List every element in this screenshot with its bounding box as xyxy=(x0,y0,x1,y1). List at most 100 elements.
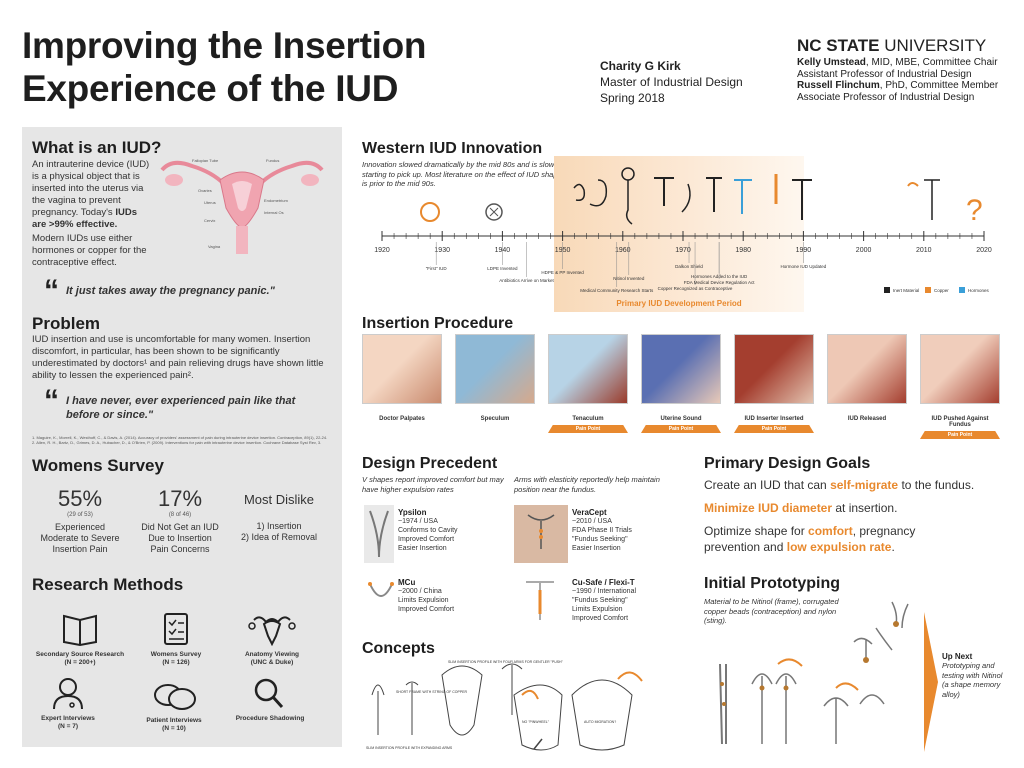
magnifier-icon xyxy=(254,678,284,709)
what-is-iud-text-2: Modern IUDs use either hormones or coppe… xyxy=(32,233,147,268)
what-is-iud-heading: What is an IUD? xyxy=(32,138,162,157)
insertion-step-image xyxy=(548,334,628,404)
timeline-event-label: FDA Medical Device Regulation Act xyxy=(684,280,756,285)
insertion-step-image xyxy=(362,334,442,404)
timeline-event-label: Medical Community Research Starts xyxy=(580,288,654,293)
mcu-image xyxy=(366,578,396,613)
svg-text:Hormones: Hormones xyxy=(968,288,990,293)
up-next: Up Next Prototyping and testing with Nit… xyxy=(942,652,1003,699)
goal-1: Create an IUD that can self-migrate to t… xyxy=(704,478,975,492)
prototyping-heading: Initial Prototyping xyxy=(704,575,840,592)
veracept-image xyxy=(514,505,568,563)
ypsilon-image xyxy=(364,505,394,563)
insertion-step: IUD Released xyxy=(827,334,907,422)
insertion-step-label: Speculum xyxy=(480,416,510,422)
pain-point-badge: Pain Point xyxy=(641,425,721,433)
book-icon xyxy=(63,614,97,647)
timeline-event-label: Copper Recognized as Contraceptive xyxy=(658,286,733,291)
timeline-event-label: LDPE Invented xyxy=(487,266,518,271)
insertion-heading: Insertion Procedure xyxy=(362,315,514,332)
methods-heading: Research Methods xyxy=(32,575,184,594)
insertion-step-label: Doctor Palpates xyxy=(379,416,425,422)
svg-text:Fundus: Fundus xyxy=(266,158,279,163)
insertion-step-label: Tenaculum xyxy=(572,416,604,422)
legend: Inert Material Copper Hormones xyxy=(884,287,990,293)
survey-dislike: Most Dislike 1) Insertion 2) Idea of Rem… xyxy=(240,492,318,542)
timeline-event-label: Antibiotics Arrive on Market xyxy=(499,278,554,283)
timeline-tick-label: 1930 xyxy=(434,247,450,254)
survey-stat-1: 55% (29 of 53) Experienced Moderate to S… xyxy=(40,486,120,554)
svg-text:Endometrium: Endometrium xyxy=(264,198,288,203)
insertion-step-image xyxy=(455,334,535,404)
quote-mark-icon: “ xyxy=(44,384,59,417)
precedent-ypsilon: Ypsilon ~1974 / USA Conforms to Cavity I… xyxy=(398,508,458,552)
svg-text:SLIM INSERTION PROFILE WITH FO: SLIM INSERTION PROFILE WITH FOUR ARMS FO… xyxy=(448,660,564,664)
legend-swatch-hormones xyxy=(959,287,965,293)
concept-sketches: SLIM INSERTION PROFILE WITH FOUR ARMS FO… xyxy=(366,660,643,751)
pain-point-badge: Pain Point xyxy=(734,425,814,433)
svg-text:Uterus: Uterus xyxy=(204,200,216,205)
problem-text: IUD insertion and use is uncomfortable f… xyxy=(32,334,324,381)
svg-text:AUTO MIGRATION?: AUTO MIGRATION? xyxy=(584,720,616,724)
insertion-step-label: IUD Inserter Inserted xyxy=(744,416,804,422)
chat-bubbles-icon xyxy=(154,684,196,710)
quote-1: It just takes away the pregnancy panic." xyxy=(66,285,275,297)
development-period-band xyxy=(554,156,804,312)
svg-text:SHORT FRAME WITH STRING OF COP: SHORT FRAME WITH STRING OF COPPER xyxy=(396,690,468,694)
survey-heading: Womens Survey xyxy=(32,456,164,475)
insertion-step-label: IUD Released xyxy=(847,416,887,422)
pain-point-badge: Pain Point xyxy=(548,425,628,433)
timeline-event-label: Hormones Added to the IUD xyxy=(691,274,748,279)
up-next-arrow xyxy=(924,612,938,752)
timeline-tick-label: 1960 xyxy=(615,247,631,254)
method-item: Procedure Shadowing xyxy=(222,676,318,723)
label-fallopian: Fallopian Tube xyxy=(192,158,219,163)
insertion-step-label: IUD Pushed Against Fundus xyxy=(931,416,989,428)
timeline-tick-label: 1920 xyxy=(374,247,390,254)
svg-text:Internal Os: Internal Os xyxy=(264,210,284,215)
insertion-step-image xyxy=(641,334,721,404)
author-degree: Master of Industrial Design xyxy=(600,75,743,89)
precedent-veracept: VeraCept ~2010 / USA FDA Phase II Trials… xyxy=(572,508,632,552)
precedent-note-2: Arms with elasticity reportedly help mai… xyxy=(514,475,660,494)
method-item: Patient Interviews (N = 10) xyxy=(126,682,222,733)
poster-title: Improving the Insertion Experience of th… xyxy=(22,25,427,109)
pain-point-badge: Pain Point xyxy=(920,431,1000,439)
goal-2: Minimize IUD diameter at insertion. xyxy=(704,501,898,515)
insertion-step-image xyxy=(827,334,907,404)
problem-heading: Problem xyxy=(32,314,101,333)
timeline-event-label: Nitinol Invented xyxy=(613,276,645,281)
svg-text:Vagina: Vagina xyxy=(208,244,221,249)
method-item: Anatomy Viewing (UNC & Duke) xyxy=(224,612,320,667)
innovation-intro: Innovation slowed dramatically by the mi… xyxy=(362,160,562,188)
precedent-mcu: MCu ~2000 / China Limits Expulsion Impro… xyxy=(398,578,455,613)
method-item: Womens Survey (N = 126) xyxy=(128,612,224,667)
checklist-icon xyxy=(164,613,188,645)
author-name: Charity G Kirk xyxy=(600,59,681,73)
precedent-note-1: V shapes report improved comfort but may… xyxy=(362,475,504,494)
question-mark: ? xyxy=(966,194,983,227)
references: 1. Maguire, K., Morrell, K., Westhoff, C… xyxy=(32,435,328,445)
timeline-tick-label: 2000 xyxy=(856,247,872,254)
concepts-heading: Concepts xyxy=(362,640,435,657)
insertion-step-image xyxy=(734,334,814,404)
timeline-tick-label: 1980 xyxy=(735,247,751,254)
university-logo: NC STATE UNIVERSITY xyxy=(797,36,987,55)
svg-text:NO "PINWHEEL": NO "PINWHEEL" xyxy=(522,720,550,724)
insertion-step-label: Uterine Sound xyxy=(660,416,702,422)
precedent-heading: Design Precedent xyxy=(362,455,498,472)
author-term: Spring 2018 xyxy=(600,91,665,105)
timeline-iud-images: ? xyxy=(420,167,983,227)
prototype-photos xyxy=(719,601,909,745)
prototyping-note: Material to be Nitinol (frame), corrugat… xyxy=(704,597,839,625)
insertion-step-image xyxy=(920,334,1000,404)
innovation-heading: Western IUD Innovation xyxy=(362,140,543,157)
person-icon xyxy=(53,678,83,710)
goal-3: Optimize shape for comfort, pregnancy pr… xyxy=(704,524,916,554)
timeline-event-label: Dalkon Shield xyxy=(675,264,703,269)
